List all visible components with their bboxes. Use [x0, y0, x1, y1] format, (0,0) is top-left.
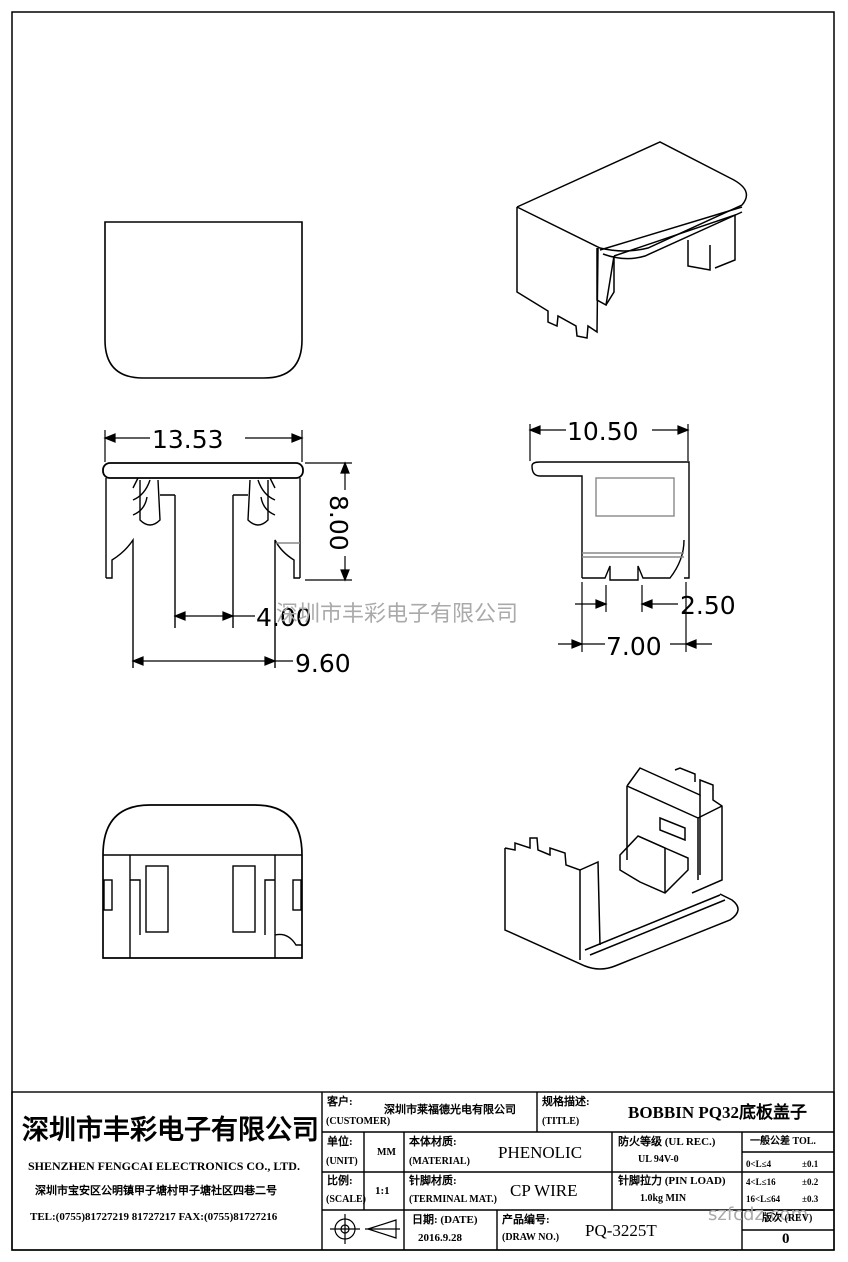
- dim-front-width: 13.53: [152, 425, 224, 454]
- date-value: 2016.9.28: [418, 1232, 462, 1244]
- customer-label-en: (CUSTOMER): [326, 1116, 391, 1127]
- fire-value: UL 94V-0: [638, 1154, 679, 1165]
- terminal-label-cn: 针脚材质:: [409, 1175, 457, 1187]
- front-view: [102, 462, 304, 668]
- side-view: [531, 461, 690, 581]
- unit-value: MM: [377, 1147, 396, 1158]
- dim-side-width: 10.50: [567, 417, 639, 446]
- dim-front-height: 8.00: [324, 495, 353, 551]
- unit-label-en: (UNIT): [326, 1156, 358, 1167]
- material-label-cn: 本体材质:: [409, 1136, 457, 1148]
- terminal-label-en: (TERMINAL MAT.): [409, 1194, 497, 1205]
- fire-label: 防火等级 (UL REC.): [618, 1136, 716, 1148]
- tol-range-1: 0<L≤4: [746, 1159, 772, 1169]
- bottom-view: [102, 804, 303, 959]
- drawno-value: PQ-3225T: [585, 1221, 657, 1240]
- title-label-cn: 规格描述:: [542, 1096, 590, 1108]
- date-label: 日期: (DATE): [412, 1214, 478, 1226]
- scale-label-en: (SCALE): [326, 1194, 367, 1205]
- title-label-en: (TITLE): [542, 1116, 580, 1127]
- front-dimension-lines: [103, 430, 352, 666]
- projection-symbol-icon: [330, 1214, 400, 1244]
- top-view: [104, 221, 303, 379]
- watermark-center: 深圳市丰彩电子有限公司: [276, 602, 519, 627]
- tolerance-title: 一般公差 TOL.: [750, 1136, 816, 1147]
- tol-value-3: ±0.3: [802, 1194, 819, 1204]
- terminal-value: CP WIRE: [510, 1181, 578, 1200]
- title-value: BOBBIN PQ32底板盖子: [628, 1103, 807, 1122]
- sheet-border: [11, 11, 835, 1251]
- customer-label-cn: 客户:: [327, 1096, 353, 1108]
- material-value: PHENOLIC: [498, 1143, 583, 1162]
- dim-front-inner: 4.00: [256, 603, 312, 632]
- material-label-en: (MATERIAL): [409, 1156, 470, 1167]
- scale-value: 1:1: [375, 1185, 390, 1197]
- iso-view-top: [516, 141, 748, 339]
- dim-side-small: 2.50: [680, 591, 736, 620]
- tol-range-2: 4<L≤16: [746, 1177, 776, 1187]
- drawno-label-en: (DRAW NO.): [502, 1232, 560, 1243]
- tol-value-1: ±0.1: [802, 1159, 819, 1169]
- dim-front-outer: 9.60: [295, 649, 351, 678]
- company-name-en: SHENZHEN FENGCAI ELECTRONICS CO., LTD.: [28, 1159, 300, 1173]
- dim-side-bottom: 7.00: [606, 632, 662, 661]
- tol-value-2: ±0.2: [802, 1177, 819, 1187]
- drawno-label-cn: 产品编号:: [502, 1214, 550, 1226]
- watermark-corner: szfcdz.com: [708, 1204, 809, 1225]
- side-dimension-lines: [528, 424, 712, 652]
- scale-label-cn: 比例:: [327, 1175, 353, 1187]
- pinload-label: 针脚拉力 (PIN LOAD): [618, 1175, 726, 1187]
- rev-label: 版次 (REV): [762, 1213, 813, 1224]
- customer-value: 深圳市莱福德光电有限公司: [384, 1104, 516, 1116]
- company-address: 深圳市宝安区公明镇甲子塘村甲子塘社区四巷二号: [35, 1185, 277, 1197]
- tol-range-3: 16<L≤64: [746, 1194, 781, 1204]
- title-block-grid: [11, 1091, 835, 1251]
- pinload-value: 1.0kg MIN: [640, 1193, 687, 1204]
- company-name-cn: 深圳市丰彩电子有限公司: [22, 1115, 319, 1145]
- unit-label-cn: 单位:: [327, 1136, 353, 1148]
- iso-view-bottom: [504, 767, 739, 970]
- company-contact: TEL:(0755)81727219 81727217 FAX:(0755)81…: [30, 1211, 278, 1223]
- rev-value: 0: [782, 1231, 790, 1247]
